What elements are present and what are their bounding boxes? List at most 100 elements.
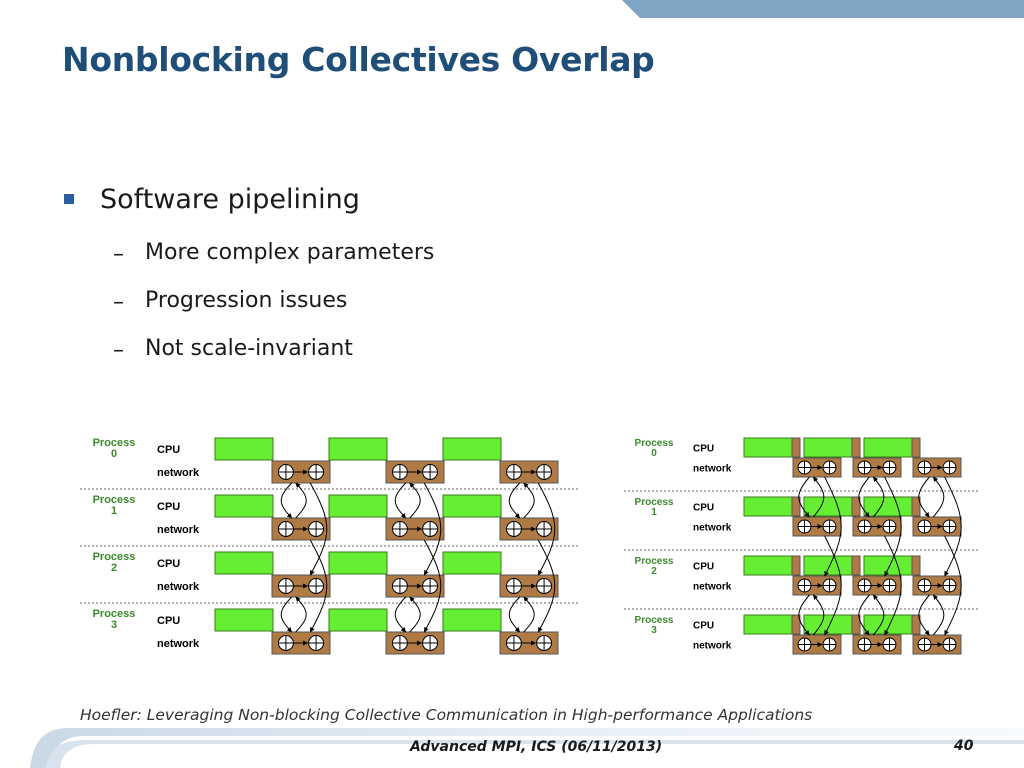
process-label: Process bbox=[93, 437, 136, 449]
top-accent-bar bbox=[622, 0, 1024, 18]
process-label: Process bbox=[93, 608, 136, 620]
subbullet-progression-issues: Progression issues bbox=[145, 288, 348, 313]
cpu-label: CPU bbox=[157, 501, 180, 513]
process-label: Process bbox=[635, 615, 674, 626]
curved-arrow-icon bbox=[824, 535, 842, 636]
cpu-block bbox=[214, 437, 274, 461]
process-id: 1 bbox=[111, 505, 117, 517]
dash-marker: – bbox=[113, 242, 124, 267]
cpu-sync-block bbox=[851, 437, 861, 458]
network-label: network bbox=[157, 467, 200, 479]
circle-plus-icon bbox=[857, 578, 872, 593]
curved-arrow-icon bbox=[798, 476, 810, 518]
curved-arrow-icon bbox=[309, 482, 328, 576]
circle-plus-icon bbox=[917, 578, 932, 593]
footer-decoration bbox=[30, 728, 1024, 768]
curved-arrow-icon bbox=[872, 594, 885, 636]
network-label: network bbox=[157, 524, 200, 536]
circle-plus-icon bbox=[277, 635, 294, 651]
cpu-sync-block bbox=[791, 614, 801, 635]
curved-arrow-icon bbox=[295, 596, 307, 633]
process-id: 2 bbox=[651, 566, 657, 577]
process-label: Process bbox=[93, 494, 136, 506]
circle-plus-icon bbox=[942, 519, 957, 534]
cpu-sync-block bbox=[851, 614, 861, 635]
curved-arrow-icon bbox=[858, 476, 870, 518]
curved-arrow-icon bbox=[280, 482, 293, 519]
curved-arrow-icon bbox=[918, 594, 930, 636]
bullet-software-pipelining: Software pipelining bbox=[100, 184, 360, 215]
circle-plus-icon bbox=[857, 519, 872, 534]
circle-plus-icon bbox=[391, 521, 408, 537]
cpu-sync-block bbox=[911, 437, 921, 458]
curved-arrow-icon bbox=[944, 476, 962, 577]
network-label: network bbox=[157, 581, 200, 593]
cpu-block bbox=[442, 494, 502, 518]
square-bullet-icon bbox=[64, 194, 74, 204]
process-id: 2 bbox=[111, 562, 117, 574]
circle-plus-icon bbox=[822, 519, 837, 534]
circle-plus-icon bbox=[882, 460, 897, 475]
circle-plus-icon bbox=[277, 464, 294, 480]
process-id: 3 bbox=[111, 619, 117, 631]
curved-arrow-icon bbox=[824, 476, 842, 577]
cpu-block bbox=[743, 496, 793, 517]
footer-text: Advanced MPI, ICS (06/11/2013) bbox=[410, 739, 663, 755]
cpu-sync-block bbox=[791, 496, 801, 517]
circle-plus-icon bbox=[536, 578, 553, 594]
curved-arrow-icon bbox=[884, 476, 902, 577]
cpu-block bbox=[803, 437, 853, 458]
cpu-block bbox=[863, 555, 913, 576]
cpu-block bbox=[328, 551, 388, 575]
cpu-label: CPU bbox=[157, 444, 180, 456]
circle-plus-icon bbox=[882, 519, 897, 534]
circle-plus-icon bbox=[505, 521, 522, 537]
network-label: network bbox=[693, 523, 732, 534]
curved-arrow-icon bbox=[944, 535, 962, 636]
circle-plus-icon bbox=[505, 635, 522, 651]
curved-arrow-icon bbox=[932, 594, 945, 636]
cpu-block bbox=[214, 608, 274, 632]
curved-arrow-icon bbox=[884, 535, 902, 636]
circle-plus-icon bbox=[277, 521, 294, 537]
circle-plus-icon bbox=[942, 637, 957, 652]
circle-plus-icon bbox=[277, 578, 294, 594]
circle-plus-icon bbox=[422, 578, 439, 594]
slide-title: Nonblocking Collectives Overlap bbox=[62, 40, 655, 79]
curved-arrow-icon bbox=[812, 594, 825, 636]
circle-plus-icon bbox=[505, 464, 522, 480]
cpu-block bbox=[743, 614, 793, 635]
circle-plus-icon bbox=[536, 635, 553, 651]
cpu-block bbox=[328, 494, 388, 518]
circle-plus-icon bbox=[505, 578, 522, 594]
cpu-sync-block bbox=[851, 496, 861, 517]
curved-arrow-icon bbox=[523, 482, 535, 519]
circle-plus-icon bbox=[308, 635, 325, 651]
circle-plus-icon bbox=[857, 460, 872, 475]
circle-plus-icon bbox=[917, 519, 932, 534]
cpu-block bbox=[442, 551, 502, 575]
cpu-sync-block bbox=[791, 437, 801, 458]
cpu-block bbox=[214, 551, 274, 575]
circle-plus-icon bbox=[308, 464, 325, 480]
process-label: Process bbox=[635, 438, 674, 449]
network-label: network bbox=[693, 641, 732, 652]
curved-arrow-icon bbox=[280, 596, 293, 633]
cpu-block bbox=[442, 608, 502, 632]
cpu-label: CPU bbox=[157, 558, 180, 570]
circle-plus-icon bbox=[797, 637, 812, 652]
process-id: 0 bbox=[651, 448, 657, 459]
circle-plus-icon bbox=[391, 635, 408, 651]
circle-plus-icon bbox=[391, 578, 408, 594]
circle-plus-icon bbox=[422, 635, 439, 651]
curved-arrow-icon bbox=[394, 482, 407, 519]
page-number: 40 bbox=[954, 738, 974, 754]
curved-arrow-icon bbox=[858, 594, 870, 636]
process-label: Process bbox=[635, 556, 674, 567]
cpu-sync-block bbox=[851, 555, 861, 576]
cpu-block bbox=[328, 437, 388, 461]
process-label: Process bbox=[93, 551, 136, 563]
cpu-sync-block bbox=[911, 555, 921, 576]
cpu-label: CPU bbox=[693, 503, 714, 514]
